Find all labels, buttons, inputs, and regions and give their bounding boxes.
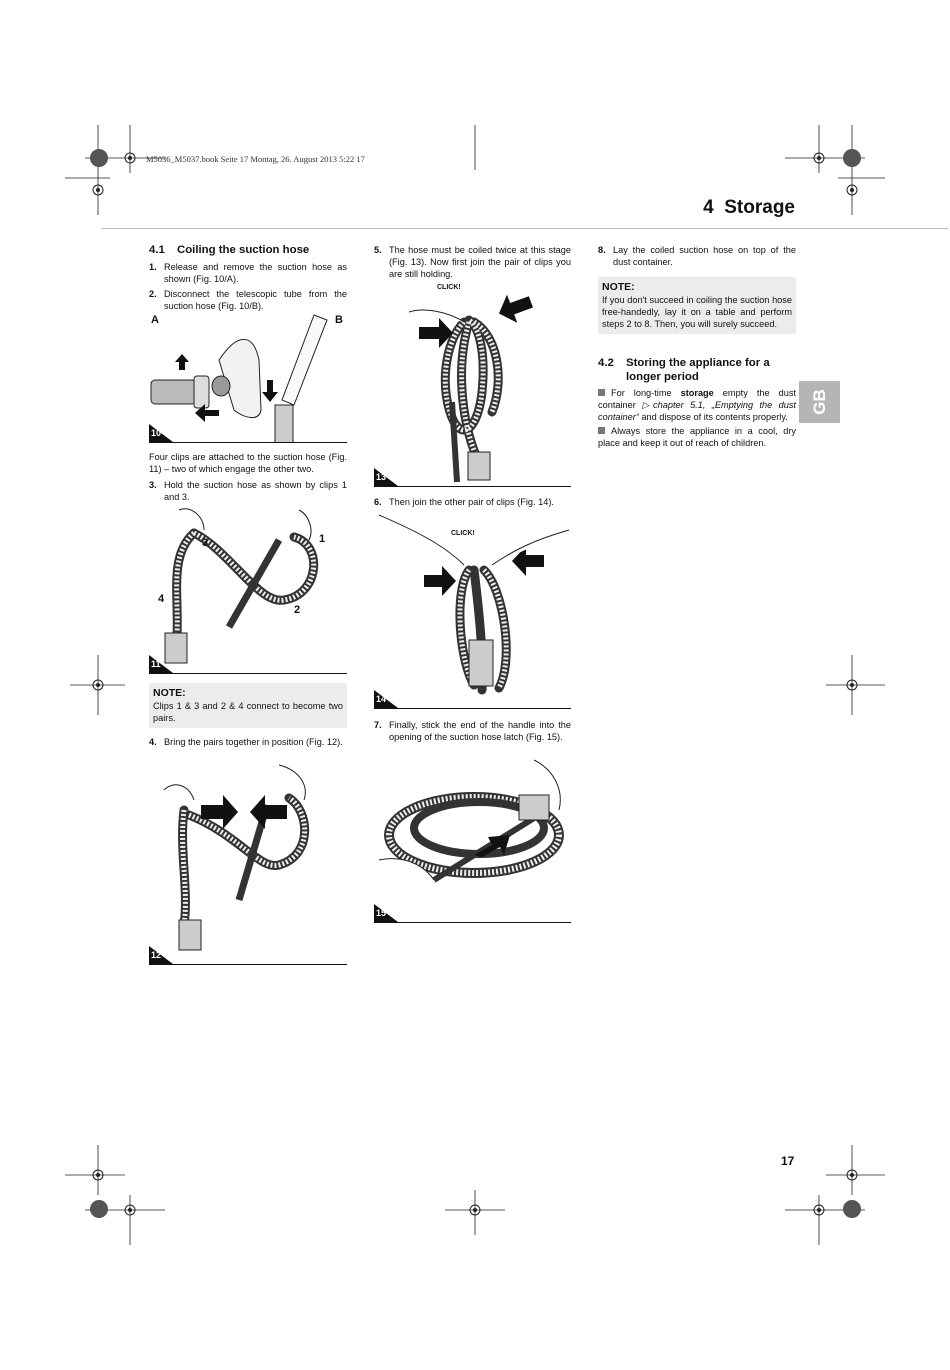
language-tab: GB bbox=[799, 381, 840, 423]
step-4: 4.Bring the pairs together in position (… bbox=[149, 737, 343, 747]
figure-14-illustration bbox=[378, 514, 570, 695]
figure-15-rule bbox=[374, 922, 571, 923]
fig14-click-label: CLICK! bbox=[451, 530, 475, 537]
figure-10-illustration bbox=[150, 314, 328, 442]
figure-14-number: 14 bbox=[374, 690, 398, 708]
clip-label-3: 3 bbox=[202, 537, 209, 549]
figure-12-illustration bbox=[163, 764, 310, 951]
figure-15-illustration bbox=[378, 759, 564, 883]
step-7-block: 7.Finally, stick the end of the handle i… bbox=[374, 719, 571, 746]
figure-11-number: 11 bbox=[149, 655, 173, 673]
page-number: 17 bbox=[781, 1154, 795, 1168]
step-6-block: 6.Then join the other pair of clips (Fig… bbox=[374, 496, 571, 511]
step-5-block: 5.The hose must be coiled twice at this … bbox=[374, 244, 571, 283]
figure-13-number: 13 bbox=[374, 468, 398, 486]
figure-13-illustration bbox=[408, 294, 533, 483]
storage-bullet-2: Always store the appliance in a cool, dr… bbox=[598, 426, 796, 448]
clips-paragraph: Four clips are attached to the suction h… bbox=[149, 452, 347, 474]
note-storage: NOTE: If you don't succeed in coiling th… bbox=[598, 277, 796, 334]
step-5: 5.The hose must be coiled twice at this … bbox=[374, 245, 571, 279]
chapter-rule bbox=[102, 228, 948, 229]
step-2: 2.Disconnect the telescopic tube from th… bbox=[149, 289, 347, 311]
note-body: If you don't succeed in coiling the suct… bbox=[602, 295, 792, 329]
figure-12-rule bbox=[149, 964, 347, 965]
figure-12-number: 12 bbox=[149, 946, 173, 964]
print-slug: M5036_M5037.book Seite 17 Montag, 26. Au… bbox=[146, 154, 365, 164]
clip-label-4: 4 bbox=[158, 593, 165, 605]
chapter-number: 4 bbox=[703, 197, 714, 218]
note-body: Clips 1 & 3 and 2 & 4 connect to become … bbox=[153, 701, 343, 723]
chapter-title-text: Storage bbox=[724, 197, 795, 218]
step-6: 6.Then join the other pair of clips (Fig… bbox=[374, 497, 554, 507]
step-8: 8.Lay the coiled suction hose on top of … bbox=[598, 245, 796, 267]
storage-bullet-1: For long-time storage empty the dust con… bbox=[598, 388, 796, 422]
clips-text-block: Four clips are attached to the suction h… bbox=[149, 451, 347, 506]
fig10-label-b: B bbox=[335, 314, 343, 326]
figure-11-illustration bbox=[164, 508, 319, 664]
figure-13-rule bbox=[374, 486, 571, 487]
clip-label-2: 2 bbox=[294, 604, 301, 616]
chapter-title: 4 Storage bbox=[703, 197, 795, 219]
step-3: 3.Hold the suction hose as shown by clip… bbox=[149, 480, 347, 502]
note-heading: NOTE: bbox=[153, 687, 186, 699]
figure-15-number: 15 bbox=[374, 904, 398, 922]
step-7: 7.Finally, stick the end of the handle i… bbox=[374, 720, 571, 742]
figure-11-rule bbox=[149, 673, 347, 674]
note-heading: NOTE: bbox=[602, 281, 635, 293]
figure-14-rule bbox=[374, 708, 571, 709]
clip-label-1: 1 bbox=[319, 533, 326, 545]
chapter-link[interactable]: ▷chapter 5.1, „Emptying the dust contain… bbox=[598, 400, 796, 422]
column-3: 8.Lay the coiled suction hose on top of … bbox=[598, 244, 796, 449]
bullet-square-icon bbox=[598, 427, 605, 434]
step-1: 1.Release and remove the suction hose as… bbox=[149, 262, 347, 284]
note-clips: NOTE: Clips 1 & 3 and 2 & 4 connect to b… bbox=[149, 683, 347, 751]
figure-10-rule bbox=[149, 442, 347, 443]
fig13-click-label: CLICK! bbox=[437, 284, 461, 291]
figure-10-number: 10 bbox=[149, 424, 173, 442]
fig10-label-a: A bbox=[151, 314, 159, 326]
bullet-square-icon bbox=[598, 389, 605, 396]
